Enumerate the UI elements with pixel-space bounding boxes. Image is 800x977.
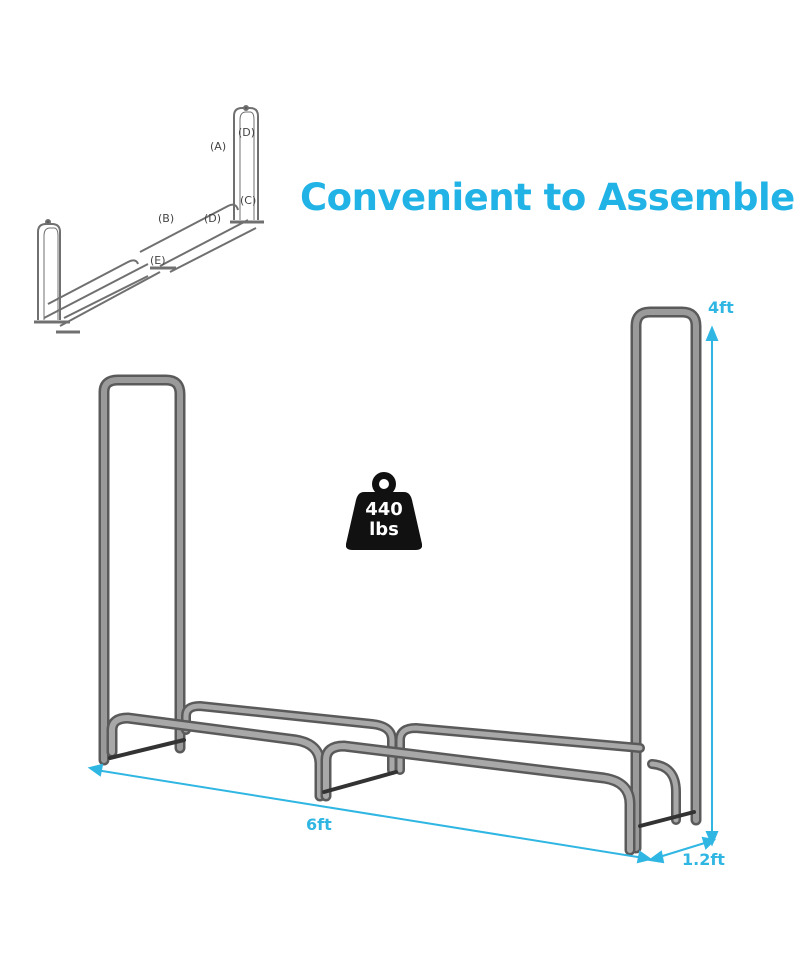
part-label-a: (A) — [210, 140, 227, 153]
log-rack-frame — [98, 306, 702, 856]
part-label-d-bottom: (D) — [204, 212, 222, 225]
weight-icon — [346, 472, 422, 550]
assembly-diagram — [34, 105, 264, 334]
part-label-e: (E) — [150, 254, 166, 267]
part-label-d-top: (D) — [238, 126, 256, 139]
headline: Convenient to Assemble — [300, 176, 795, 219]
capacity-label: 440 lbs — [346, 500, 422, 540]
capacity-unit: lbs — [369, 519, 399, 540]
height-dimension-label: 4ft — [708, 298, 734, 317]
depth-dimension-label: 1.2ft — [682, 850, 725, 869]
dimension-lines — [87, 325, 719, 864]
part-label-c: (C) — [240, 194, 257, 207]
length-dimension-label: 6ft — [306, 815, 332, 834]
part-label-b: (B) — [158, 212, 175, 225]
capacity-value: 440 — [365, 499, 403, 520]
